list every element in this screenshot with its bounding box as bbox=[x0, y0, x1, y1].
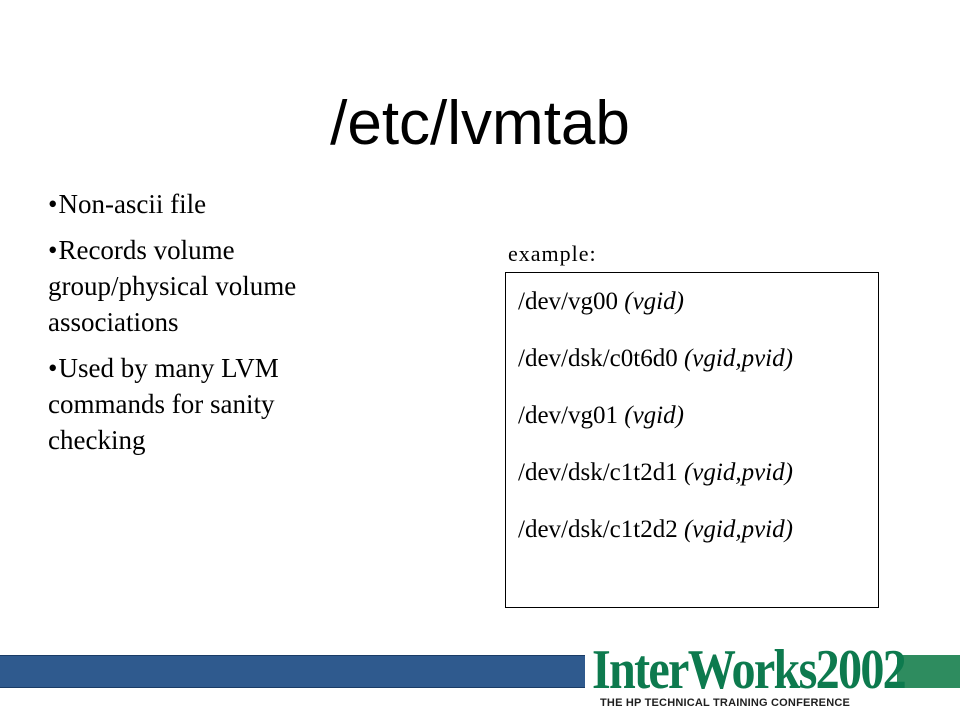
entry-path: /dev/dsk/c1t2d1 bbox=[518, 459, 678, 486]
entry-ids: (vgid,pvid) bbox=[683, 345, 793, 372]
entry-path: /dev/vg00 bbox=[518, 288, 618, 315]
entry-ids: (vgid,pvid) bbox=[683, 516, 793, 543]
bullet-dot-icon: • bbox=[48, 353, 58, 383]
logo-tagline: THE HP TECHNICAL TRAINING CONFERENCE bbox=[600, 697, 851, 709]
lvmtab-entries: /dev/vg00 (vgid) /dev/dsk/c0t6d0 (vgid,p… bbox=[518, 287, 793, 572]
bullet-text: Non-ascii file bbox=[58, 189, 207, 219]
lvmtab-entry: /dev/vg01 (vgid) bbox=[518, 401, 793, 431]
logo-wordmark: InterWorks2002 bbox=[592, 639, 907, 701]
bullet-item: •Non-ascii file bbox=[48, 186, 368, 222]
interworks-logo: InterWorks2002 THE HP TECHNICAL TRAINING… bbox=[592, 642, 907, 712]
example-label: example: bbox=[508, 241, 597, 266]
bullet-item: •Used by many LVM commands for sanity ch… bbox=[48, 350, 368, 458]
bullet-dot-icon: • bbox=[48, 189, 58, 219]
bullet-text: Used by many LVM commands for sanity che… bbox=[48, 353, 279, 455]
entry-path: /dev/vg01 bbox=[518, 402, 618, 429]
lvmtab-entry: /dev/dsk/c1t2d2 (vgid,pvid) bbox=[518, 515, 793, 545]
bullet-item: •Records volume group/physical volume as… bbox=[48, 232, 368, 340]
slide-title: /etc/lvmtab bbox=[330, 89, 630, 158]
lvmtab-entry: /dev/dsk/c0t6d0 (vgid,pvid) bbox=[518, 344, 793, 374]
example-box: /dev/vg00 (vgid) /dev/dsk/c0t6d0 (vgid,p… bbox=[505, 272, 879, 608]
bullet-text: Records volume group/physical volume ass… bbox=[48, 235, 297, 337]
logo-text: InterWorks bbox=[592, 639, 817, 701]
entry-path: /dev/dsk/c0t6d0 bbox=[518, 345, 678, 372]
footer-accent-bar bbox=[897, 655, 960, 688]
bullet-dot-icon: • bbox=[48, 235, 58, 265]
bullet-list: •Non-ascii file •Records volume group/ph… bbox=[48, 186, 368, 468]
entry-ids: (vgid) bbox=[624, 402, 684, 429]
entry-ids: (vgid) bbox=[624, 288, 684, 315]
entry-path: /dev/dsk/c1t2d2 bbox=[518, 516, 678, 543]
footer-bar bbox=[0, 655, 585, 688]
entry-ids: (vgid,pvid) bbox=[683, 459, 793, 486]
lvmtab-entry: /dev/dsk/c1t2d1 (vgid,pvid) bbox=[518, 458, 793, 488]
lvmtab-entry: /dev/vg00 (vgid) bbox=[518, 287, 793, 317]
logo-year: 2002 bbox=[815, 639, 907, 701]
